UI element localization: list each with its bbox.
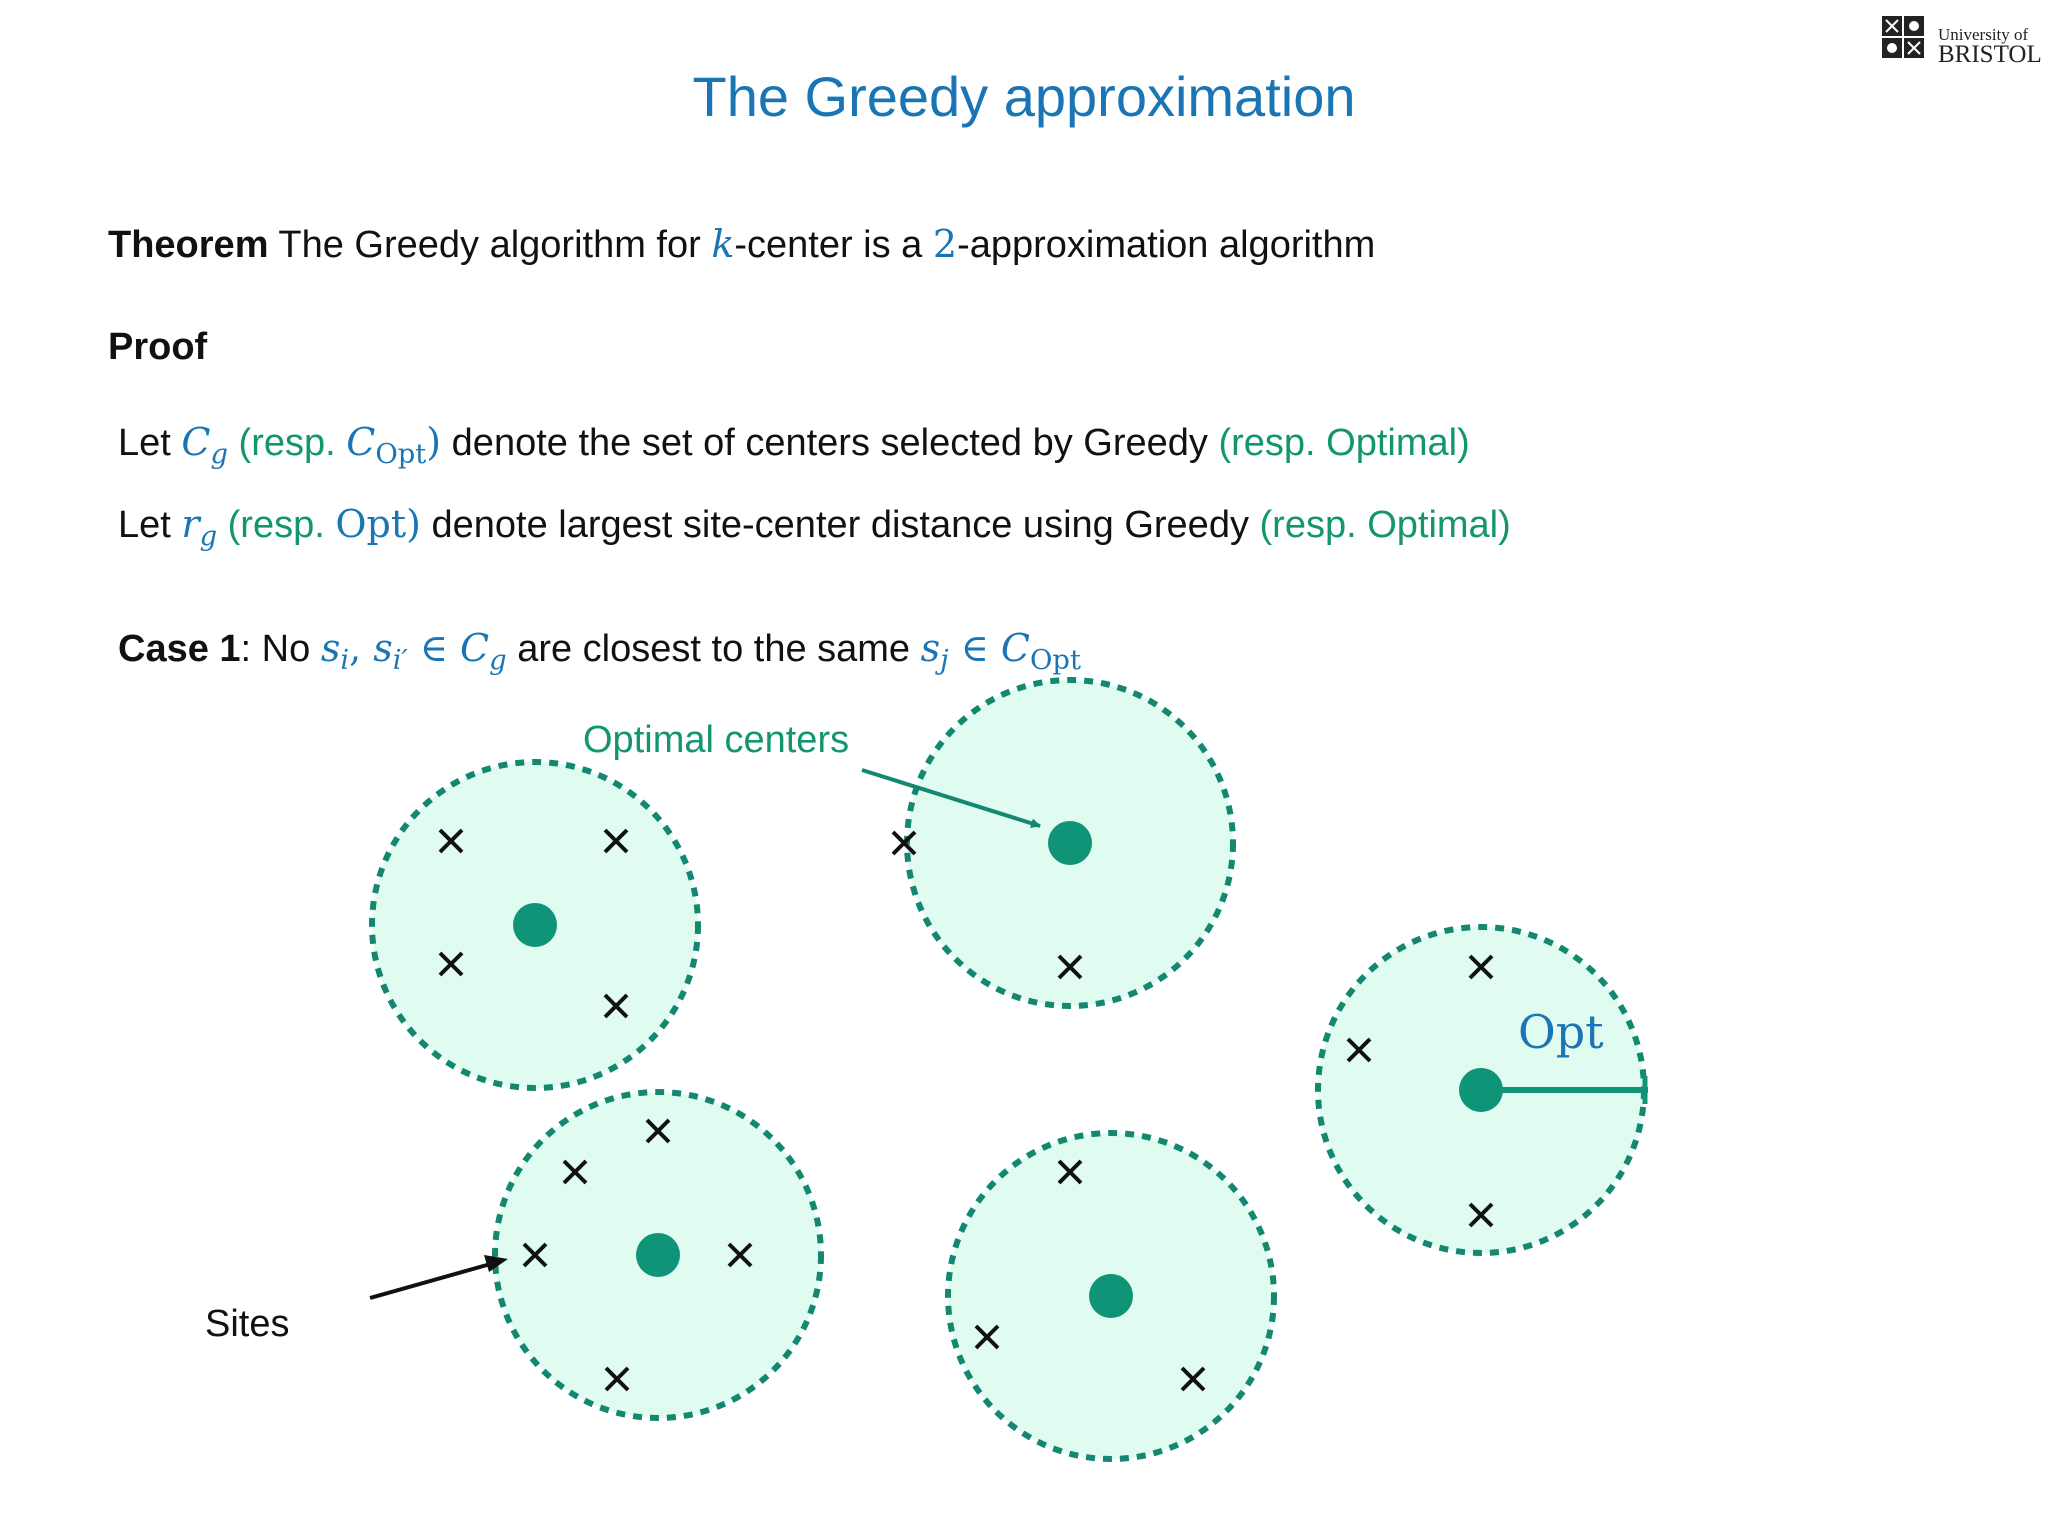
- site-cross: [522, 1242, 548, 1268]
- proof-heading: Proof: [108, 326, 208, 368]
- optimal-center-dot: [513, 903, 557, 947]
- site-cross: [603, 993, 629, 1019]
- let-word: Let: [118, 422, 171, 464]
- math-C-opt: C: [1000, 626, 1030, 670]
- resp-open: (resp.: [227, 504, 325, 546]
- case-colon-no: : No: [240, 628, 311, 670]
- site-cross: [891, 830, 917, 856]
- site-cross: [1468, 1202, 1494, 1228]
- math-sub-i-prime: i′: [392, 645, 408, 677]
- sites-label: Sites: [205, 1303, 289, 1345]
- math-comma: ,: [349, 626, 374, 670]
- cluster-bottom-left: [492, 1089, 824, 1421]
- theorem-statement: Theorem The Greedy algorithm for k-cente…: [108, 222, 1375, 267]
- resp-open: (resp.: [238, 422, 336, 464]
- site-cross: [438, 951, 464, 977]
- math-s-i-prime: s: [373, 626, 393, 670]
- math-sub-opt: Opt: [375, 439, 427, 471]
- logo-crest-icon: [1882, 16, 1924, 58]
- cluster-top-left: [369, 759, 701, 1091]
- optimal-center-dot: [636, 1233, 680, 1277]
- math-opt: Opt: [335, 502, 407, 546]
- site-cross: [974, 1324, 1000, 1350]
- sites-arrow: [369, 1261, 495, 1300]
- site-cross: [1180, 1366, 1206, 1392]
- let-line-centers: Let Cg (resp. COpt) denote the set of ce…: [118, 420, 1470, 470]
- site-cross: [1057, 1159, 1083, 1185]
- theorem-label: Theorem: [108, 224, 269, 266]
- math-s-j: s: [920, 626, 941, 670]
- optimal-centers-label: Optimal centers: [583, 719, 849, 761]
- math-element-of: ∈: [407, 626, 461, 670]
- math-sub-g: g: [210, 439, 228, 471]
- case-label: Case 1: [118, 628, 241, 670]
- let-line-1-main: denote the set of centers selected by Gr…: [451, 422, 1208, 464]
- math-C: C: [181, 420, 211, 464]
- math-sub-g: g: [489, 645, 507, 677]
- resp-optimal: (resp. Optimal): [1218, 422, 1470, 464]
- logo-line-1: University of: [1938, 25, 2029, 44]
- site-cross: [1346, 1037, 1372, 1063]
- site-cross: [1057, 954, 1083, 980]
- optimal-centers-arrow: [861, 768, 1041, 829]
- theorem-text-1: The Greedy algorithm for: [278, 224, 701, 266]
- theorem-text-3: -approximation algorithm: [957, 224, 1376, 266]
- let-line-distance: Let rg (resp. Opt) denote largest site-c…: [118, 502, 1511, 552]
- site-cross: [1468, 954, 1494, 980]
- case-1-statement: Case 1: No si, si′ ∈ Cg are closest to t…: [118, 626, 1081, 676]
- optimal-center-dot: [1089, 1274, 1133, 1318]
- optimal-center-dot: [1048, 821, 1092, 865]
- math-r: r: [181, 502, 200, 546]
- opt-label: Opt: [1518, 1005, 1604, 1059]
- resp-optimal: (resp. Optimal): [1259, 504, 1511, 546]
- theorem-math-k: k: [711, 222, 735, 266]
- slide-title: The Greedy approximation: [692, 65, 1356, 128]
- site-cross: [438, 828, 464, 854]
- math-s-i: s: [320, 626, 341, 670]
- cluster-top-middle: [891, 677, 1236, 1009]
- let-word: Let: [118, 504, 171, 546]
- case-text-mid: are closest to the same: [517, 628, 911, 670]
- logo-line-2: BRISTOL: [1938, 41, 2042, 68]
- site-cross: [603, 828, 629, 854]
- math-sub-i: i: [340, 645, 350, 677]
- paren-close: ): [406, 502, 421, 546]
- math-C-g: C: [460, 626, 490, 670]
- theorem-text-2: -center is a: [734, 224, 923, 266]
- site-cross: [727, 1242, 753, 1268]
- math-C-opt: C: [346, 420, 376, 464]
- paren-close: ): [426, 420, 442, 464]
- math-element-of-2: ∈: [948, 626, 1001, 670]
- math-sub-g: g: [199, 521, 218, 553]
- site-cross: [562, 1159, 588, 1185]
- math-sub-opt: Opt: [1030, 645, 1081, 677]
- university-logo: University of BRISTOL: [1882, 16, 2042, 68]
- sites-arrow-head: [484, 1255, 508, 1272]
- theorem-math-2: 2: [932, 222, 958, 266]
- site-cross: [645, 1118, 671, 1144]
- site-cross: [604, 1366, 630, 1392]
- math-sub-j: j: [940, 645, 949, 677]
- cluster-bottom-middle: [945, 1130, 1277, 1462]
- let-line-2-main: denote largest site-center distance usin…: [431, 504, 1249, 546]
- cluster-right: Opt: [1315, 924, 1648, 1256]
